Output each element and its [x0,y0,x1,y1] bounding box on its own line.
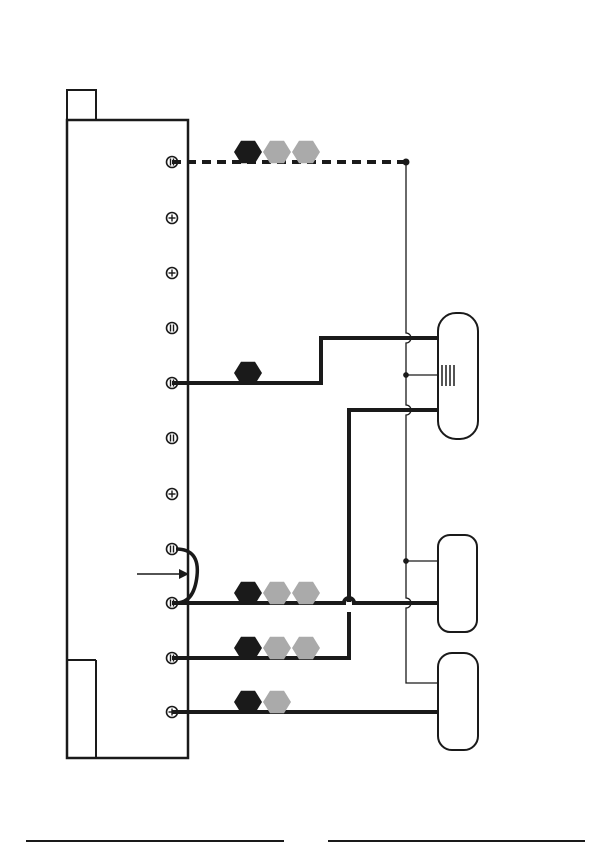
terminal-block-top-tab [67,90,96,120]
hex-marker-light [292,582,320,605]
slotted-screw-icon [167,433,178,444]
device-top [438,313,478,439]
dashed-wire-end-dot [403,159,410,166]
hex-marker-light [292,141,320,164]
devices [438,313,478,750]
hex-marker-light [263,582,291,605]
hex-marker-light [263,691,291,714]
hex-marker-dark [234,362,262,385]
device-middle [438,535,477,632]
slotted-screw-icon [167,323,178,334]
hex-marker-dark [234,637,262,660]
wire-color-markers [234,141,320,714]
junction-dot [404,559,408,563]
hex-marker-light [263,141,291,164]
hex-marker-light [263,637,291,660]
hex-marker-dark [234,141,262,164]
phillips-screw-icon [167,268,178,279]
hex-marker-dark [234,691,262,714]
phillips-screw-icon [167,213,178,224]
wire-t5-to-device-top [172,338,438,383]
device-bottom [438,653,478,750]
junction-dot [404,373,408,377]
hex-marker-dark [234,582,262,605]
heavy-wires [172,162,438,712]
hex-marker-light [292,637,320,660]
wire-t10-to-device-top [349,410,438,602]
wire-t10-riser [172,612,349,658]
phillips-screw-icon [167,489,178,500]
slotted-screw-icon [167,544,178,555]
